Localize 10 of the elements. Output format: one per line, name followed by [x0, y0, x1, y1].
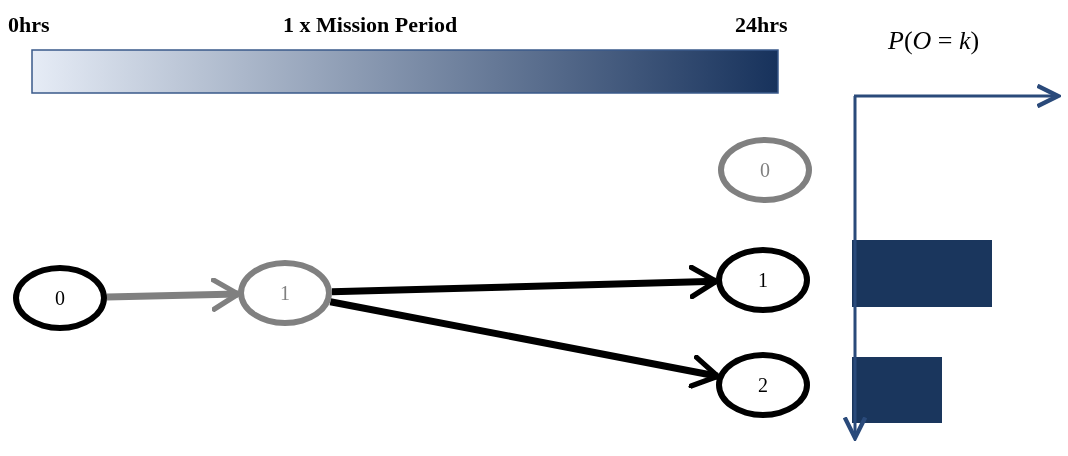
timeline-label: 24hrs	[735, 12, 788, 38]
timeline-bar	[31, 49, 779, 94]
state-ellipse: 1	[716, 247, 810, 313]
timeline-label: 0hrs	[8, 12, 50, 38]
state-ellipse: 0	[13, 265, 107, 331]
timeline-label: 1 x Mission Period	[283, 12, 458, 38]
state-ellipse: 2	[716, 352, 810, 418]
state-ellipse: 0	[718, 137, 812, 203]
axis-label: P(O = k)	[888, 26, 980, 56]
state-ellipse: 1	[238, 260, 332, 326]
